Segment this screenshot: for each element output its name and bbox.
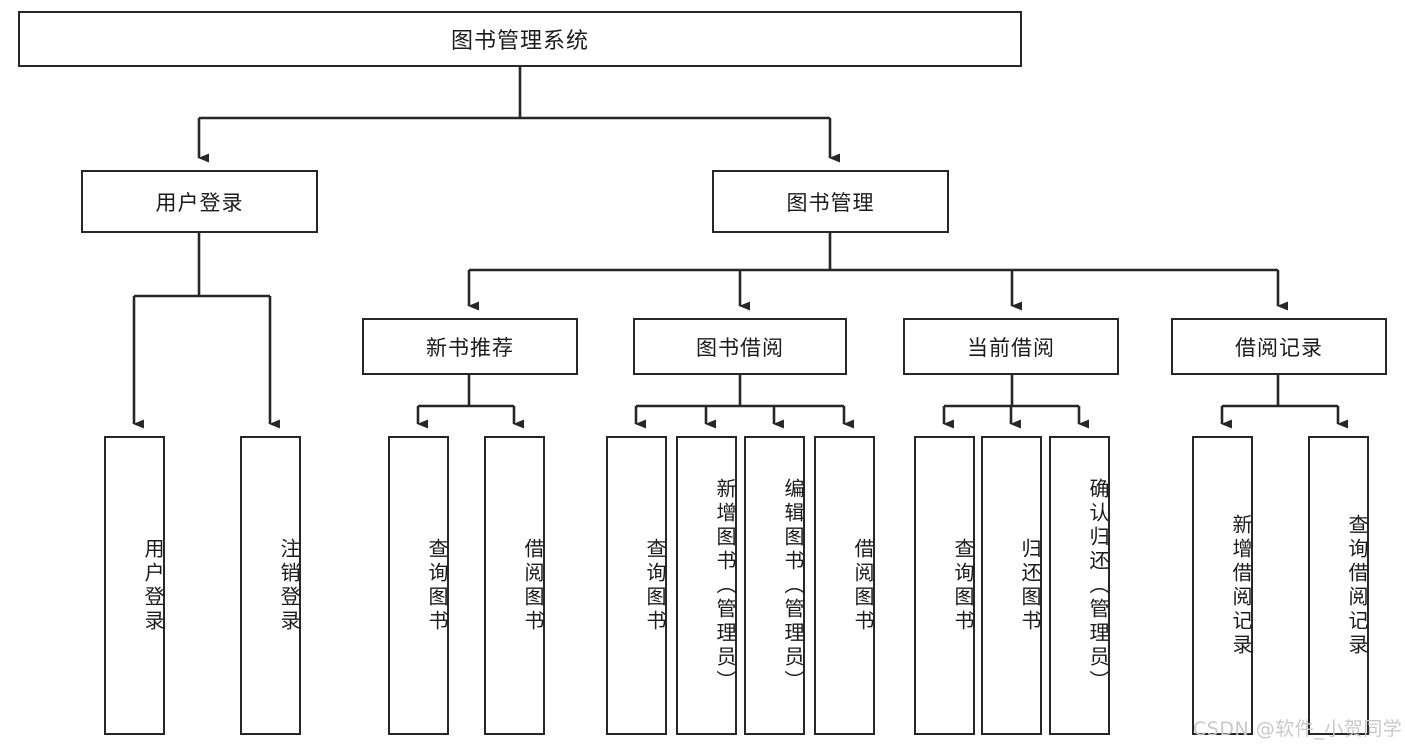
node-user-login[interactable]: 用户登录 — [81, 170, 318, 233]
node-label: 借阅图书 — [521, 537, 545, 634]
leaf-return-book[interactable]: 归还图书 — [981, 436, 1042, 735]
node-borrow-record[interactable]: 借阅记录 — [1171, 318, 1387, 375]
node-label: 查询图书 — [643, 537, 667, 634]
node-label: 当前借阅 — [967, 335, 1055, 360]
node-new-book-recommend[interactable]: 新书推荐 — [362, 318, 578, 375]
node-label: 图书管理 — [786, 190, 875, 215]
node-label: 归还图书 — [1018, 537, 1042, 634]
leaf-query-book-current[interactable]: 查询图书 — [914, 436, 975, 735]
leaf-add-book[interactable]: 新增图书（管理员） — [676, 436, 737, 735]
leaf-edit-book[interactable]: 编辑图书（管理员） — [744, 436, 805, 735]
node-label: 用户登录 — [141, 537, 165, 634]
node-current-borrow[interactable]: 当前借阅 — [903, 318, 1119, 375]
node-label: 查询图书 — [951, 537, 975, 634]
leaf-query-borrow-record[interactable]: 查询借阅记录 — [1308, 436, 1369, 735]
node-label: 注销登录 — [277, 537, 301, 634]
leaf-user-login[interactable]: 用户登录 — [104, 436, 165, 735]
node-label: 新书推荐 — [426, 335, 514, 360]
node-label: 新增借阅记录 — [1229, 513, 1253, 658]
node-label: 新增图书（管理员） — [713, 477, 737, 694]
node-book-borrow[interactable]: 图书借阅 — [633, 318, 847, 375]
node-label: 确认归还（管理员） — [1086, 477, 1110, 694]
node-label: 借阅图书 — [851, 537, 875, 634]
node-label: 用户登录 — [155, 190, 244, 215]
node-label: 查询借阅记录 — [1345, 513, 1369, 658]
leaf-borrow-book-recommend[interactable]: 借阅图书 — [484, 436, 545, 735]
leaf-borrow-book[interactable]: 借阅图书 — [814, 436, 875, 735]
node-label: 图书管理系统 — [450, 29, 589, 54]
node-label: 图书借阅 — [696, 335, 784, 360]
leaf-confirm-return[interactable]: 确认归还（管理员） — [1049, 436, 1110, 735]
node-label: 查询图书 — [425, 537, 449, 634]
leaf-logout-login[interactable]: 注销登录 — [240, 436, 301, 735]
node-label: 借阅记录 — [1235, 335, 1323, 360]
node-book-manage[interactable]: 图书管理 — [712, 170, 949, 233]
leaf-add-borrow-record[interactable]: 新增借阅记录 — [1192, 436, 1253, 735]
node-root-system[interactable]: 图书管理系统 — [18, 11, 1022, 67]
node-label: 编辑图书（管理员） — [781, 477, 805, 694]
leaf-query-book-recommend[interactable]: 查询图书 — [388, 436, 449, 735]
leaf-query-book-borrow[interactable]: 查询图书 — [606, 436, 667, 735]
